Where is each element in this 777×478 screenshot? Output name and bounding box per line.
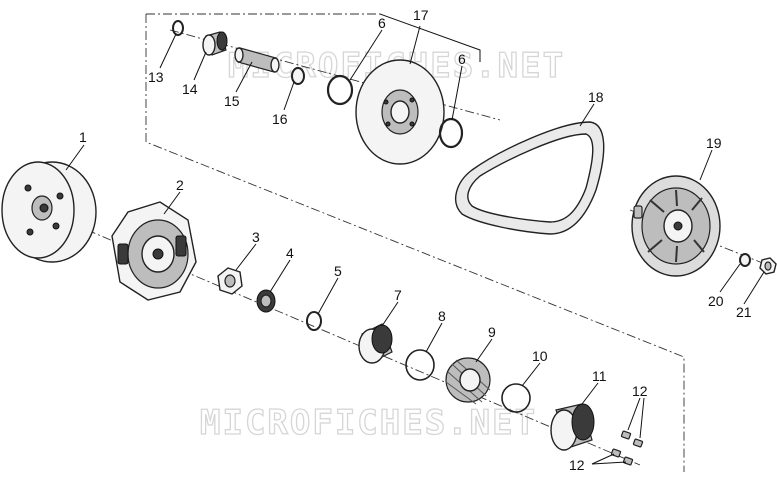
callout-13: 13 [148,69,164,85]
callout-5: 5 [334,263,342,279]
part-19-variator-pulley [631,175,721,277]
callout-2: 2 [176,177,184,193]
part-16-washer [291,67,305,85]
part-4-bearing [256,289,276,313]
callout-18: 18 [588,89,604,105]
part-1-clutch-bell [1,161,97,263]
bracket-17 [379,13,481,62]
part-6-circlip-left [326,74,354,106]
callout-21: 21 [736,304,752,320]
callout-20: 20 [708,293,724,309]
callout-9: 9 [488,324,496,340]
callout-15: 15 [224,93,240,109]
watermark-bottom: MICROFICHES.NET [200,403,537,443]
part-5-circlip [306,311,322,331]
part-3-nut-hole [224,274,236,288]
part-13-circlip [172,20,184,36]
part-6-circlip-right [438,117,464,149]
callout-17: 17 [413,7,429,23]
part-20-washer [739,253,751,267]
part-9-spring [445,357,491,405]
part-17-pulley-half [355,59,445,165]
part-7-sleeve [358,323,393,364]
callout-16: 16 [272,111,288,127]
callout-6-right: 6 [458,51,466,67]
part-15-spacer-tube [234,47,280,73]
callout-19: 19 [706,135,722,151]
part-14-needle-bearing [202,31,228,56]
leader-lines [65,25,765,465]
part-18-drive-belt [454,121,605,235]
callout-labels: 1 2 3 4 5 6 6 7 8 9 10 11 12 12 13 14 15… [79,7,752,473]
callout-4: 4 [286,245,294,261]
callout-12-lower: 12 [569,457,585,473]
part-21-nut [759,257,777,275]
callout-12-upper: 12 [632,383,648,399]
callout-11: 11 [592,368,607,384]
callout-10: 10 [532,348,548,364]
assembly-frame [145,13,685,472]
part-10-o-ring [501,383,531,413]
callout-7: 7 [394,287,402,303]
callout-3: 3 [252,229,260,245]
callout-1: 1 [79,129,87,145]
callout-14: 14 [182,81,198,97]
part-12-pins [610,430,644,466]
part-2-clutch-shoes [111,201,197,301]
callout-6-left: 6 [378,15,386,31]
part-11-guide-bushing [550,403,595,451]
callout-8: 8 [438,308,446,324]
part-8-o-ring [405,349,435,381]
